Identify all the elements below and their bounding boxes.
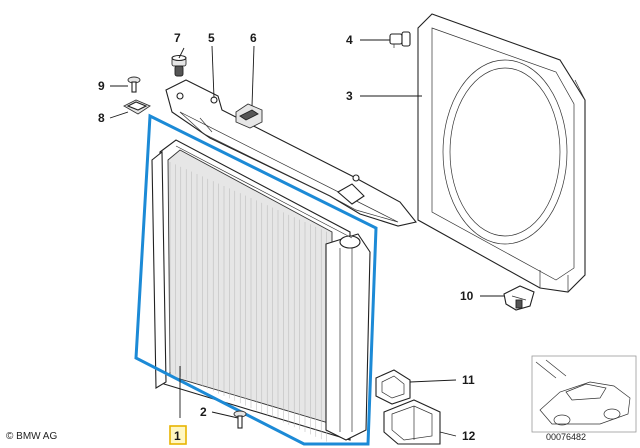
screw-part[interactable]: [127, 76, 141, 93]
callout-1[interactable]: 1: [174, 429, 181, 443]
document-number: 00076482: [546, 432, 587, 442]
upper-bracket-part[interactable]: [165, 79, 417, 227]
callout-8[interactable]: 8: [98, 111, 105, 125]
selected-part-highlight: [134, 113, 378, 446]
callout-9[interactable]: 9: [98, 79, 105, 93]
vehicle-thumbnail[interactable]: [531, 355, 637, 433]
selected-callout-box: [169, 425, 187, 445]
callout-10[interactable]: 10: [460, 289, 474, 303]
rubber-mount-part[interactable]: [235, 103, 263, 129]
callout-2[interactable]: 2: [200, 405, 207, 419]
clip-part[interactable]: [503, 285, 535, 311]
fan-shroud-part[interactable]: [417, 13, 586, 293]
rubber-bushing-part[interactable]: [171, 54, 187, 77]
bolt-part[interactable]: [233, 410, 247, 429]
copyright-credit: © BMW AG: [6, 431, 58, 442]
callout-3[interactable]: 3: [346, 89, 353, 103]
callout-4[interactable]: 4: [346, 33, 353, 47]
callout-12[interactable]: 12: [462, 429, 476, 443]
clip-nut-part[interactable]: [123, 99, 151, 115]
push-clip-part[interactable]: [389, 31, 411, 48]
radiator-part[interactable]: [151, 139, 371, 442]
callout-5[interactable]: 5: [208, 31, 215, 45]
leader-lines: [109, 39, 504, 437]
callout-7[interactable]: 7: [174, 31, 181, 45]
callout-6[interactable]: 6: [250, 31, 257, 45]
air-guide-small-part[interactable]: [375, 369, 411, 405]
callout-11[interactable]: 11: [462, 373, 475, 387]
air-duct-part[interactable]: [383, 399, 441, 445]
